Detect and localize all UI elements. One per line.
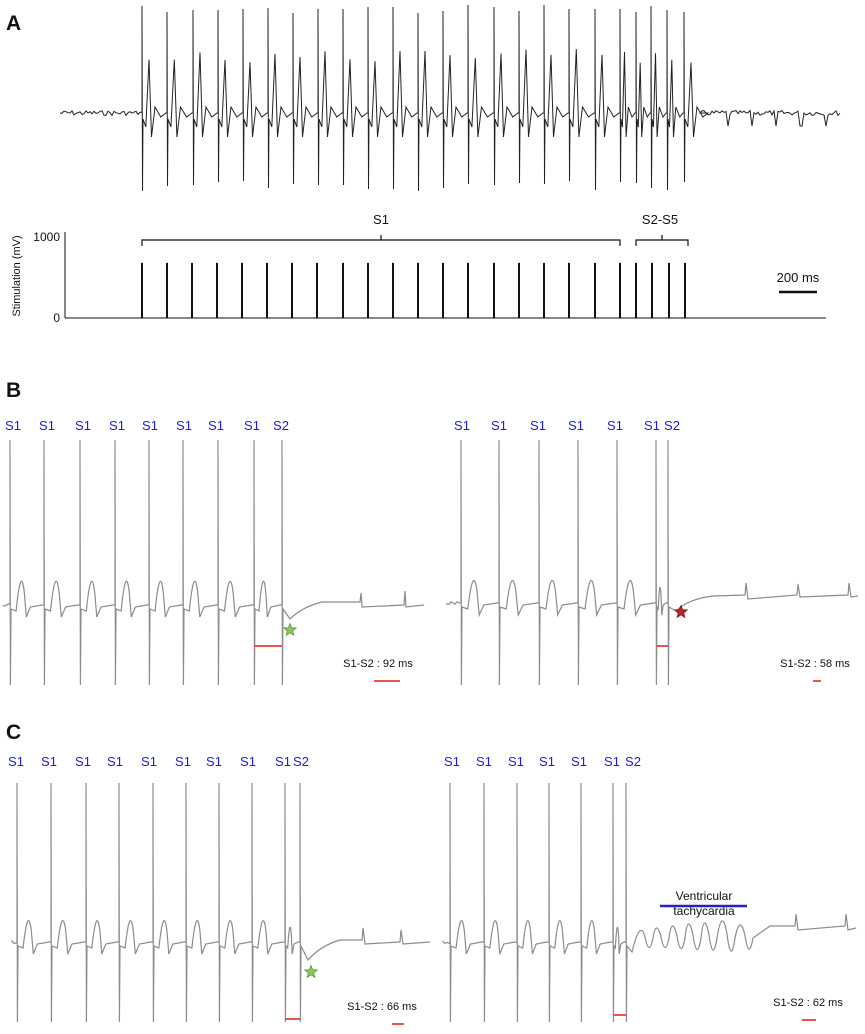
stim-label-s1: S1 — [141, 754, 157, 769]
stim-label-s1: S1 — [41, 754, 57, 769]
stim-label-s1: S1 — [491, 418, 507, 433]
panel-label-a: A — [6, 12, 21, 35]
stim-ytick-1000: 1000 — [33, 230, 60, 244]
panel-c-right-trace: Ventricular tachycardia S1 S1 S1 S1 S1 S1 S2S1… — [442, 754, 857, 1023]
stim-label-s1: S1 — [175, 754, 191, 769]
stim-ytick-0: 0 — [53, 311, 60, 325]
stim-label-s1: S1 — [5, 418, 21, 433]
stim-label-s1: S1 — [39, 418, 55, 433]
stim-bracket-s1 — [141, 235, 621, 246]
interval-label: S1-S2 : 58 ms — [780, 658, 850, 670]
stim-label-s1: S1 — [444, 754, 460, 769]
vt-label-line-2: tachycardia — [673, 904, 735, 918]
stim-label-s2: S2 — [664, 418, 680, 433]
panel-a-ecg-trace — [59, 4, 841, 192]
stim-label-s1: S1 — [75, 754, 91, 769]
stim-label-s1: S1 — [571, 754, 587, 769]
stim-label-s1: S1 — [604, 754, 620, 769]
stim-label-s1: S1 — [275, 754, 291, 769]
stim-label-s1: S1 — [454, 418, 470, 433]
stim-label-s1: S1 — [539, 754, 555, 769]
ecg-trace-line — [59, 4, 841, 192]
green-star-marker — [282, 622, 298, 637]
vt-label-line-1: Ventricular — [676, 889, 733, 903]
stim-label-s1: S1 — [644, 418, 660, 433]
stim-label-s1: S1 — [8, 754, 24, 769]
stim-y-axis-label: Stimulation (mV) — [11, 235, 23, 316]
red-star-marker — [673, 604, 689, 619]
interval-label: S1-S2 : 62 ms — [773, 997, 843, 1009]
stim-label-s1: S1 — [530, 418, 546, 433]
interval-label: S1-S2 : 92 ms — [343, 658, 413, 670]
stim-bracket-s2-s5 — [635, 235, 689, 246]
stim-label-s1: S1 — [142, 418, 158, 433]
stim-label-s1: S1 — [176, 418, 192, 433]
stim-group-label-s1: S1 — [373, 212, 389, 227]
stim-label-s1: S1 — [607, 418, 623, 433]
stim-label-s1: S1 — [476, 754, 492, 769]
stim-label-s1: S1 — [107, 754, 123, 769]
panel-a-stimulation-plot: 1000 0 Stimulation (mV) S1 S2-S5 200 ms — [11, 212, 826, 325]
ecg-trace-line — [442, 782, 857, 1023]
ecg-trace-line — [446, 439, 859, 686]
ecg-trace-line — [11, 782, 431, 1023]
stim-label-s1: S1 — [206, 754, 222, 769]
stim-group-label-s2-s5: S2-S5 — [642, 212, 678, 227]
stim-label-s1: S1 — [240, 754, 256, 769]
stim-label-s1: S1 — [75, 418, 91, 433]
stim-label-s1: S1 — [208, 418, 224, 433]
green-star-marker — [303, 964, 319, 979]
ecg-trace-line — [2, 439, 425, 686]
stim-label-s1: S1 — [244, 418, 260, 433]
stim-label-s1: S1 — [109, 418, 125, 433]
stim-label-s2: S2 — [625, 754, 641, 769]
interval-label: S1-S2 : 66 ms — [347, 1001, 417, 1013]
stim-label-s1: S1 — [568, 418, 584, 433]
scale-bar-label: 200 ms — [777, 270, 820, 285]
stim-label-s1: S1 — [508, 754, 524, 769]
stim-label-s2: S2 — [273, 418, 289, 433]
panel-label-c: C — [6, 721, 21, 744]
panel-label-b: B — [6, 379, 21, 402]
stim-label-s2: S2 — [293, 754, 309, 769]
